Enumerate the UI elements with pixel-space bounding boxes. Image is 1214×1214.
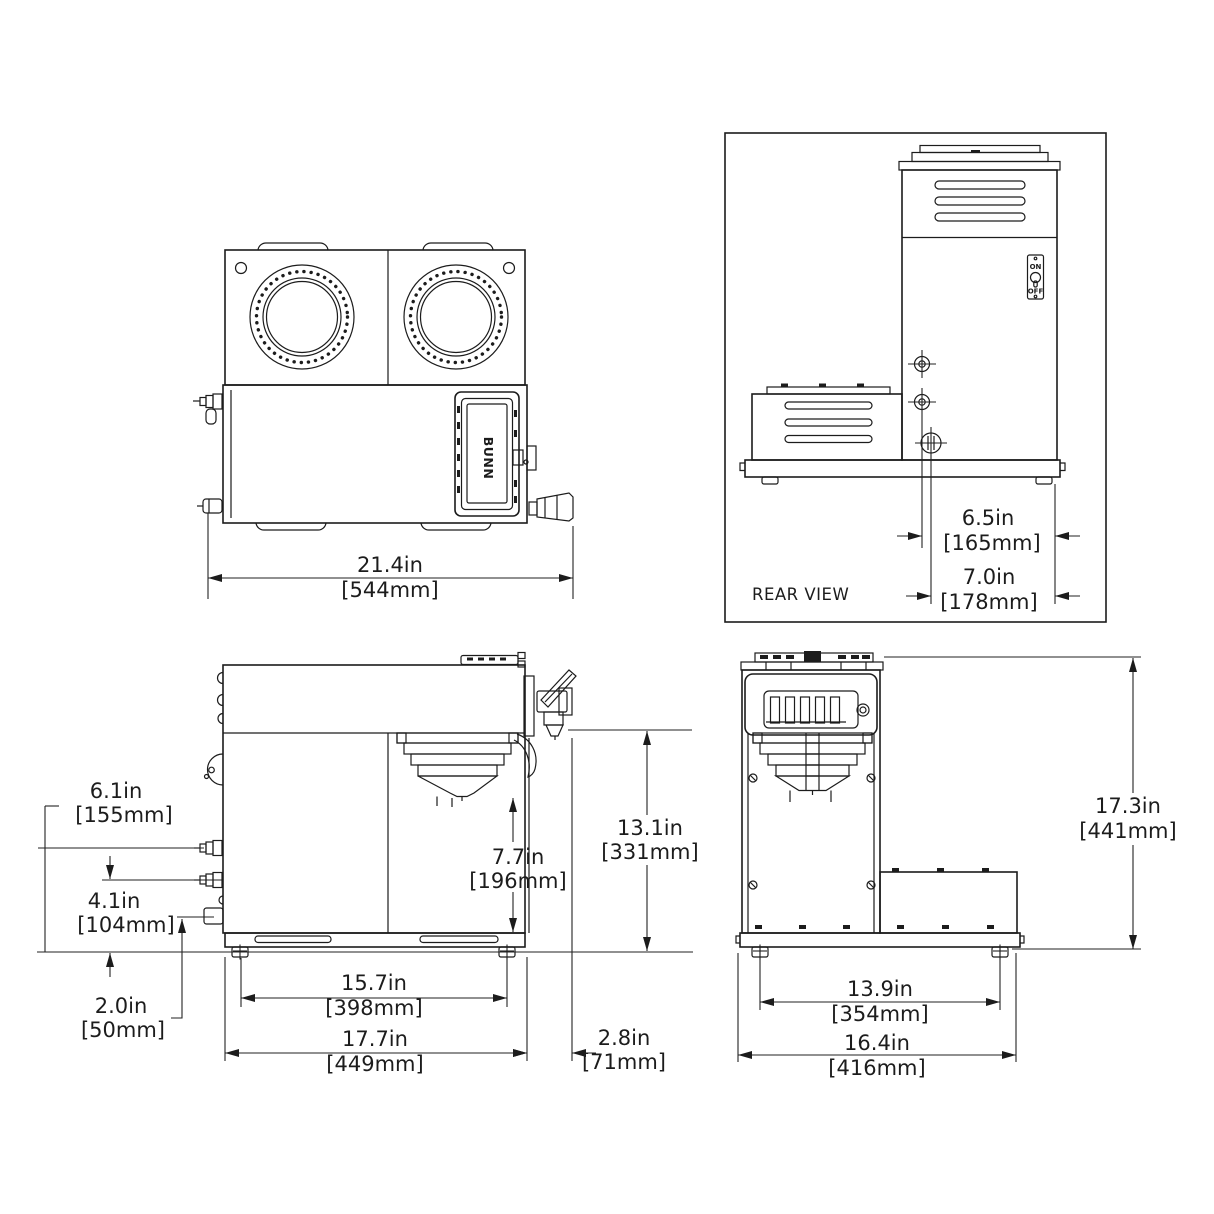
faucet-top-icon — [528, 492, 574, 522]
rear-warmer-unit — [751, 383, 903, 461]
top-view: BUNN 21.4in [544mm] — [193, 242, 574, 602]
drain-crosshair-icon — [915, 427, 947, 459]
dim-mm-label: [331mm] — [601, 840, 698, 864]
dimension-funnel-clearance: 7.7in [196mm] — [469, 798, 567, 932]
fitting-crosshair-icon — [908, 350, 936, 378]
front-base — [739, 932, 1021, 948]
brew-funnel-side — [396, 732, 537, 807]
dim-inches-label: 15.7in — [341, 971, 407, 995]
dimension-front-feet-spacing: 13.9in [354mm] — [759, 947, 1001, 1026]
dim-mm-label: [50mm] — [81, 1018, 165, 1042]
screw-hole — [502, 261, 516, 275]
switch-slot — [829, 696, 841, 724]
warmer-shelf — [755, 868, 1018, 934]
dim-inches-label: 4.1in — [88, 889, 141, 913]
dim-inches-label: 7.0in — [963, 565, 1016, 589]
dim-mm-label: [449mm] — [326, 1052, 423, 1076]
dimension-side-fitting-heights: 6.1in [155mm] 4.1in [104mm] 2.0in [50mm] — [38, 779, 222, 1042]
switch-slot — [814, 696, 826, 724]
dimension-rear-drain-offset: 7.0in [178mm] — [906, 565, 1080, 614]
dimension-overall-height: 17.3in [441mm] — [884, 656, 1177, 950]
warmer-ring-icon — [249, 264, 355, 370]
dim-mm-label: [196mm] — [469, 869, 566, 893]
dim-mm-label: [416mm] — [828, 1056, 925, 1080]
left-side-view: 6.1in [155mm] 4.1in [104mm] 2.0in [50mm]… — [37, 651, 699, 1076]
dim-inches-label: 17.3in — [1095, 794, 1161, 818]
dimension-side-feet-spacing: 15.7in [398mm] — [240, 958, 508, 1020]
dim-mm-label: [544mm] — [341, 578, 438, 602]
indicator-light — [856, 703, 870, 717]
warmer-ring-icon — [403, 264, 509, 370]
dim-inches-label: 6.1in — [90, 779, 143, 803]
dim-inches-label: 2.0in — [95, 994, 148, 1018]
vent-slots — [934, 180, 1026, 222]
side-base — [224, 932, 526, 948]
panel-latch — [512, 449, 524, 466]
dim-inches-label: 6.5in — [962, 506, 1015, 530]
rear-view-border — [724, 132, 1107, 623]
dim-inches-label: 21.4in — [357, 553, 423, 577]
dim-mm-label: [165mm] — [943, 531, 1040, 555]
screw-hole — [234, 261, 248, 275]
dim-mm-label: [354mm] — [831, 1002, 928, 1026]
stub-fitting-icon — [197, 498, 223, 514]
fitting-crosshair-icon — [908, 388, 936, 416]
dimension-overall-depth: 17.7in [449mm] — [224, 738, 573, 1076]
dim-mm-label: [441mm] — [1079, 819, 1176, 843]
side-stub-fitting — [203, 907, 224, 925]
face-screws — [748, 773, 876, 890]
dim-mm-label: [398mm] — [325, 996, 422, 1020]
dimension-top-overall-width: 21.4in [544mm] — [207, 513, 574, 602]
switch-on-label: ON — [1030, 263, 1042, 271]
switch-slot — [799, 696, 811, 724]
dim-inches-label: 13.9in — [847, 977, 913, 1001]
control-panel-front — [744, 673, 878, 736]
rear-view-label: REAR VIEW — [752, 585, 849, 604]
front-view: 17.3in [441mm] 13.9in [354mm] 16.4in [41… — [735, 651, 1177, 1080]
dimension-front-overall-width: 16.4in [416mm] — [737, 953, 1017, 1080]
control-panel-top: BUNN — [454, 391, 529, 517]
rear-base — [744, 459, 1061, 478]
switch-off-label: OFF — [1028, 288, 1044, 296]
dimension-faucet-overhang: 2.8in [71mm] — [504, 1026, 666, 1074]
inlet-fitting-icon — [193, 393, 223, 425]
power-switch-icon: ON OFF — [1026, 254, 1045, 300]
dim-inches-label: 2.8in — [598, 1026, 651, 1050]
dim-inches-label: 7.7in — [492, 845, 545, 869]
switch-slot — [769, 696, 781, 724]
dim-mm-label: [178mm] — [940, 590, 1037, 614]
dim-mm-label: [155mm] — [75, 803, 172, 827]
switch-slot — [784, 696, 796, 724]
brand-logo: BUNN — [481, 437, 496, 480]
brew-funnel-front — [752, 732, 873, 802]
dimension-faucet-height: 13.1in [331mm] — [568, 729, 699, 951]
funnel-handle — [513, 733, 537, 778]
side-dial-icon — [203, 753, 224, 786]
dim-inches-label: 13.1in — [617, 816, 683, 840]
rear-view: ON OFF — [724, 132, 1107, 623]
front-tower — [741, 669, 881, 934]
dim-inches-label: 16.4in — [844, 1031, 910, 1055]
dim-mm-label: [104mm] — [77, 913, 174, 937]
dimension-rear-fitting-offset: 6.5in [165mm] — [897, 416, 1080, 604]
faucet-side-icon — [523, 669, 577, 740]
dim-inches-label: 17.7in — [342, 1027, 408, 1051]
dim-mm-label: [71mm] — [582, 1050, 666, 1074]
